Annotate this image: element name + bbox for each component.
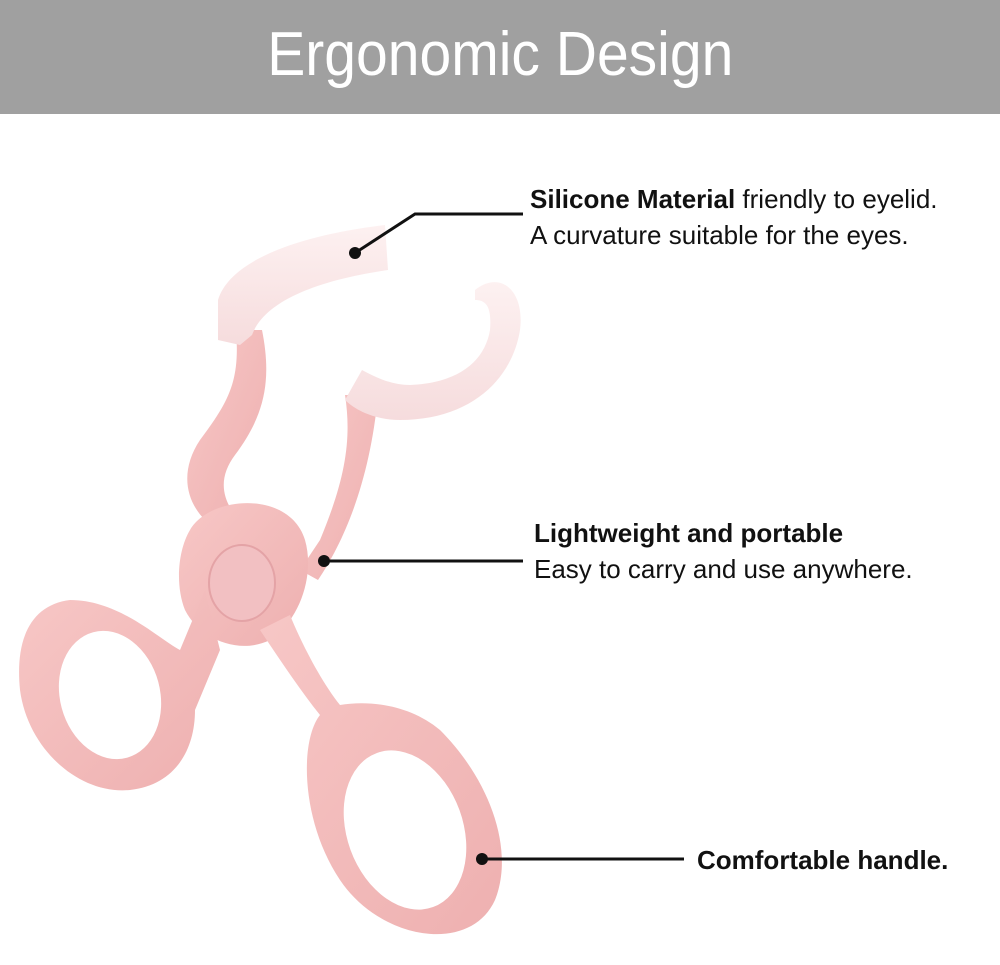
callout-lightweight: Lightweight and portable Easy to carry a…	[534, 515, 913, 587]
banner-title: Ergonomic Design	[266, 19, 734, 89]
curler-left-arm	[187, 330, 267, 520]
callout-comfortable-handle: Comfortable handle.	[697, 842, 948, 878]
callout-leader-1	[349, 212, 523, 259]
callout-leader-3	[476, 853, 684, 865]
callout-line1: friendly to eyelid.	[735, 184, 938, 214]
callout-bold-label: Silicone Material	[530, 184, 736, 214]
callout-title: Lightweight and portable	[534, 518, 844, 548]
callout-description: Easy to carry and use anywhere.	[534, 554, 913, 584]
callout-silicone-material: Silicone Material friendly to eyelid. A …	[530, 181, 938, 253]
header-banner: Ergonomic Design	[0, 0, 1000, 114]
callout-title: Comfortable handle.	[697, 845, 949, 875]
curler-hinge	[178, 503, 309, 646]
callout-line2: A curvature suitable for the eyes.	[530, 220, 909, 250]
callout-leader-2	[318, 555, 523, 567]
silicone-pad-left	[218, 225, 388, 345]
curler-left-handle	[19, 590, 221, 791]
curler-right-arm	[300, 395, 378, 580]
silicone-pad-right	[345, 282, 521, 420]
curler-right-handle	[260, 615, 502, 935]
